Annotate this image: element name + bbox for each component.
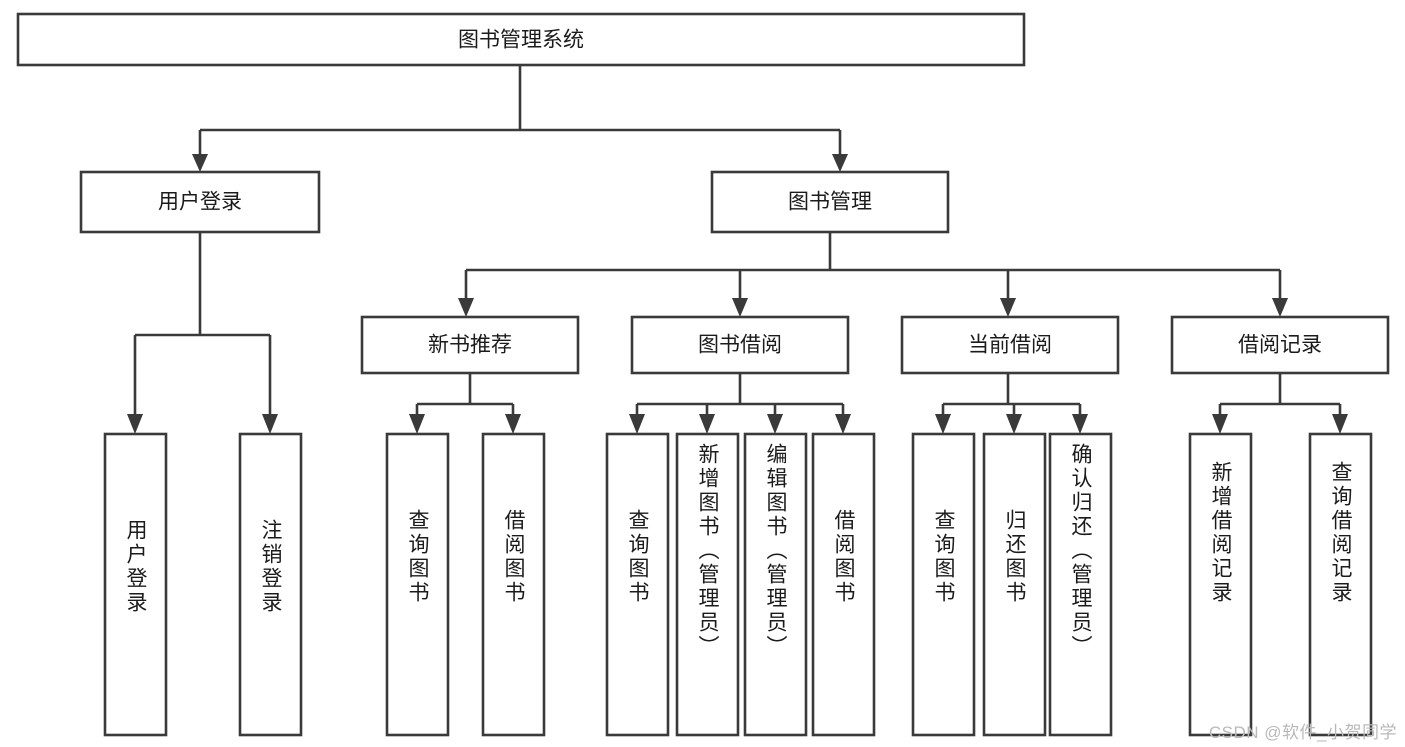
leaf-box-return-book [982, 432, 1047, 737]
leaf-box-add-borrow-record [1188, 432, 1253, 737]
node-borrow-record-label: 借阅记录 [1238, 334, 1322, 357]
leaf-box-user-login [103, 432, 168, 737]
leaf-box-query-book-new [385, 432, 450, 737]
leaf-box-edit-book-admin [743, 432, 808, 737]
leaf-box-borrow-book-new [481, 432, 546, 737]
node-root-label: 图书管理系统 [458, 29, 584, 52]
leaf-box-logout [238, 432, 303, 737]
leaf-box-borrow-book [811, 432, 876, 737]
node-book-management-label: 图书管理 [788, 191, 872, 214]
node-book-borrow[interactable]: 图书借阅 [630, 315, 850, 375]
node-root[interactable]: 图书管理系统 [16, 12, 1026, 67]
node-new-book-recommend-label: 新书推荐 [428, 334, 512, 357]
leaf-box-confirm-return-admin [1048, 432, 1113, 737]
node-user-login-label: 用户登录 [158, 191, 242, 214]
leaf-box-add-book-admin [675, 432, 740, 737]
node-new-book-recommend[interactable]: 新书推荐 [360, 315, 580, 375]
node-book-management[interactable]: 图书管理 [710, 170, 950, 234]
connector-new-book-to-leaves [409, 373, 521, 434]
node-current-borrow[interactable]: 当前借阅 [900, 315, 1120, 375]
node-current-borrow-label: 当前借阅 [968, 334, 1052, 357]
connector-book-mgmt-to-level3 [458, 232, 1288, 317]
leaf-box-query-book-borrow [605, 432, 670, 737]
connector-book-borrow-to-leaves [629, 373, 851, 434]
node-user-login[interactable]: 用户登录 [79, 170, 321, 234]
connector-borrow-record-to-leaves [1212, 373, 1348, 434]
leaf-boxes [103, 432, 1373, 737]
connector-root-to-level2 [192, 65, 848, 172]
connector-user-login-to-leaves [127, 232, 278, 434]
leaf-box-query-borrow-record [1308, 432, 1373, 737]
node-book-borrow-label: 图书借阅 [698, 334, 782, 357]
csdn-watermark: CSDN @软件_小贺同学 [1208, 723, 1397, 742]
node-borrow-record[interactable]: 借阅记录 [1170, 315, 1390, 375]
leaf-box-query-book-current [911, 432, 976, 737]
connector-current-borrow-to-leaves [935, 373, 1088, 434]
